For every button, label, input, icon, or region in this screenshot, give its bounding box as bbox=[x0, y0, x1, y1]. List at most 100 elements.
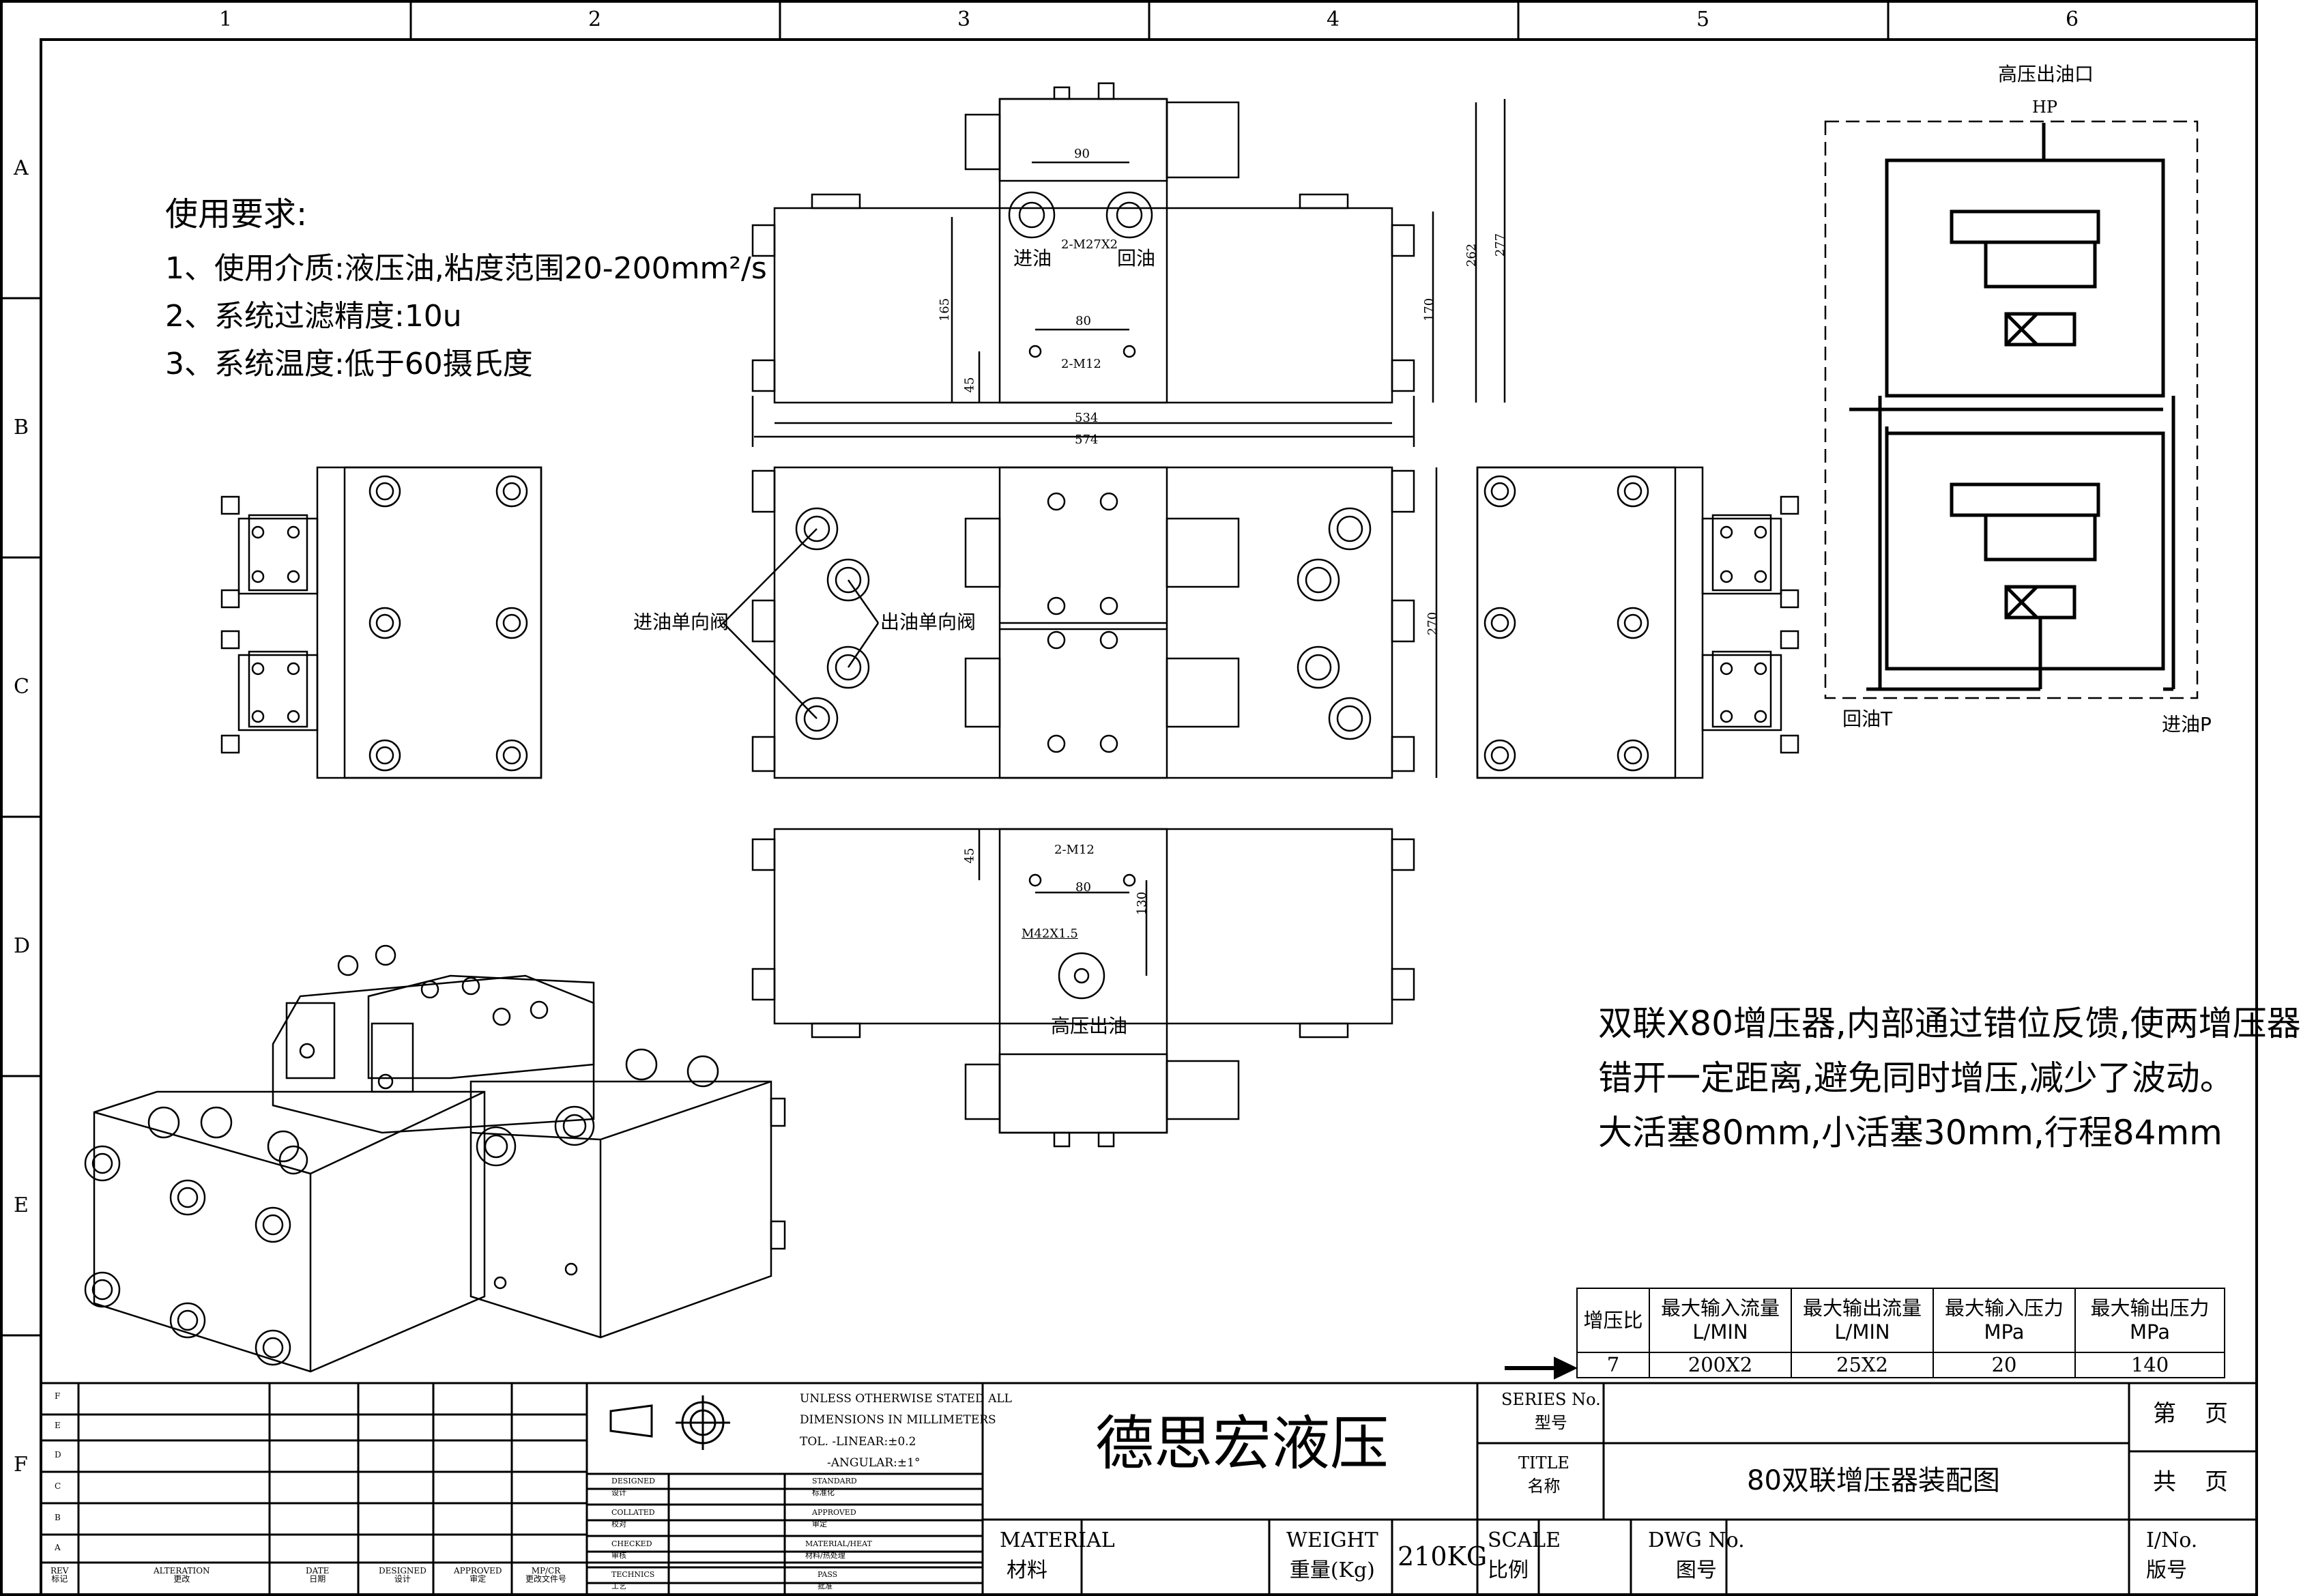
port-m42-label: M42X1.5 bbox=[1022, 927, 1078, 941]
rev-letter: A bbox=[55, 1543, 61, 1552]
dim-165: 165 bbox=[938, 298, 953, 322]
column-label-1: 1 bbox=[219, 8, 233, 31]
hp-port-label: 高压出油口 bbox=[1998, 63, 2094, 85]
notes-title: 使用要求: bbox=[165, 195, 308, 233]
column-label-2: 2 bbox=[588, 8, 602, 31]
series-label: SERIES No.型号 bbox=[1501, 1390, 1601, 1432]
port-m12-bottom: 2-M12 bbox=[1054, 843, 1095, 857]
sheet-number-label: 第 页 bbox=[2153, 1400, 2231, 1427]
inlet-label: 进油 bbox=[1013, 247, 1052, 270]
dim-270: 270 bbox=[1426, 611, 1441, 636]
rev-letter: E bbox=[55, 1421, 61, 1430]
isometric-view bbox=[84, 944, 786, 1373]
column-label-3: 3 bbox=[957, 8, 971, 31]
bottom-view bbox=[751, 828, 1415, 1148]
row-label-a: A bbox=[14, 156, 29, 180]
description-line: 双联X80增压器,内部通过错位反馈,使两增压器 bbox=[1598, 1004, 2301, 1043]
dwg-no-label: DWG No.图号 bbox=[1648, 1528, 1745, 1582]
dim-80-bottom: 80 bbox=[1075, 880, 1091, 895]
row-label-d: D bbox=[14, 934, 31, 958]
rev-letter: D bbox=[55, 1450, 61, 1460]
port-m12-top: 2-M12 bbox=[1061, 357, 1101, 371]
row-label-c: C bbox=[14, 675, 29, 699]
note-item: 1、使用介质:液压油,粘度范围20-200mm²/s bbox=[165, 251, 767, 286]
rev-letter: C bbox=[55, 1481, 61, 1491]
ino-label: I/No.版号 bbox=[2146, 1528, 2198, 1582]
drawing-title: 80双联增压器装配图 bbox=[1747, 1465, 2000, 1496]
spec-value-row: 7 200X2 25X2 20 140 bbox=[1576, 1352, 2225, 1378]
dim-45-top: 45 bbox=[962, 377, 977, 393]
dim-80-top: 80 bbox=[1075, 314, 1091, 328]
dim-277: 277 bbox=[1493, 233, 1508, 257]
dim-574: 574 bbox=[1075, 433, 1099, 447]
total-sheets-label: 共 页 bbox=[2153, 1468, 2231, 1496]
right-side-view bbox=[1476, 466, 1799, 779]
row-label-f: F bbox=[14, 1453, 28, 1477]
rev-letter: F bbox=[55, 1391, 61, 1401]
inlet-check-valve-label: 进油单向阀 bbox=[633, 611, 729, 633]
spec-value: 200X2 bbox=[1649, 1352, 1792, 1378]
column-label-4: 4 bbox=[1327, 8, 1340, 31]
dim-534: 534 bbox=[1075, 411, 1099, 425]
column-label-6: 6 bbox=[2066, 8, 2079, 31]
spec-value: 20 bbox=[1933, 1352, 2076, 1378]
top-view bbox=[751, 82, 1506, 447]
usage-notes: 使用要求: 1、使用介质:液压油,粘度范围20-200mm²/s 2、系统过滤精… bbox=[165, 198, 767, 397]
row-label-e: E bbox=[14, 1193, 29, 1217]
dim-45-bottom: 45 bbox=[962, 847, 977, 864]
product-description: 双联X80增压器,内部通过错位反馈,使两增压器 错开一定距离,避免同时增压,减少… bbox=[1598, 1006, 2301, 1170]
hydraulic-schematic bbox=[1824, 120, 2199, 699]
column-label-5: 5 bbox=[1696, 8, 1710, 31]
weight-value: 210KG bbox=[1398, 1541, 1488, 1571]
spec-value: 140 bbox=[2074, 1352, 2225, 1378]
dim-130: 130 bbox=[1135, 891, 1150, 916]
port-m27-label: 2-M27X2 bbox=[1061, 237, 1118, 252]
spec-table-arrow bbox=[1505, 1356, 1578, 1380]
hp-code-label: HP bbox=[2032, 98, 2058, 117]
dim-170: 170 bbox=[1422, 298, 1437, 322]
company-name: 德思宏液压 bbox=[1095, 1410, 1389, 1478]
return-t-label: 回油T bbox=[1842, 708, 1893, 730]
hp-outlet-label: 高压出油 bbox=[1051, 1015, 1128, 1037]
spec-value: 7 bbox=[1576, 1352, 1650, 1378]
inlet-p-label: 进油P bbox=[2162, 713, 2212, 736]
note-item: 2、系统过滤精度:10u bbox=[165, 299, 462, 334]
spec-header: 增压比 bbox=[1576, 1288, 1650, 1353]
front-view bbox=[723, 466, 1438, 779]
dim-262: 262 bbox=[1464, 243, 1479, 267]
spec-value: 25X2 bbox=[1791, 1352, 1934, 1378]
description-line: 错开一定距离,避免同时增压,减少了波动。 bbox=[1598, 1058, 2234, 1098]
title-block-lines bbox=[41, 1382, 2257, 1595]
dim-90: 90 bbox=[1074, 147, 1090, 161]
description-line: 大活塞80mm,小活塞30mm,行程84mm bbox=[1598, 1113, 2223, 1152]
return-label: 回油 bbox=[1117, 247, 1156, 270]
left-side-view bbox=[220, 466, 542, 779]
tolerance-note: UNLESS OTHERWISE STATED ALL DIMENSIONS I… bbox=[800, 1392, 1012, 1470]
outlet-check-valve-label: 出油单向阀 bbox=[880, 611, 976, 633]
